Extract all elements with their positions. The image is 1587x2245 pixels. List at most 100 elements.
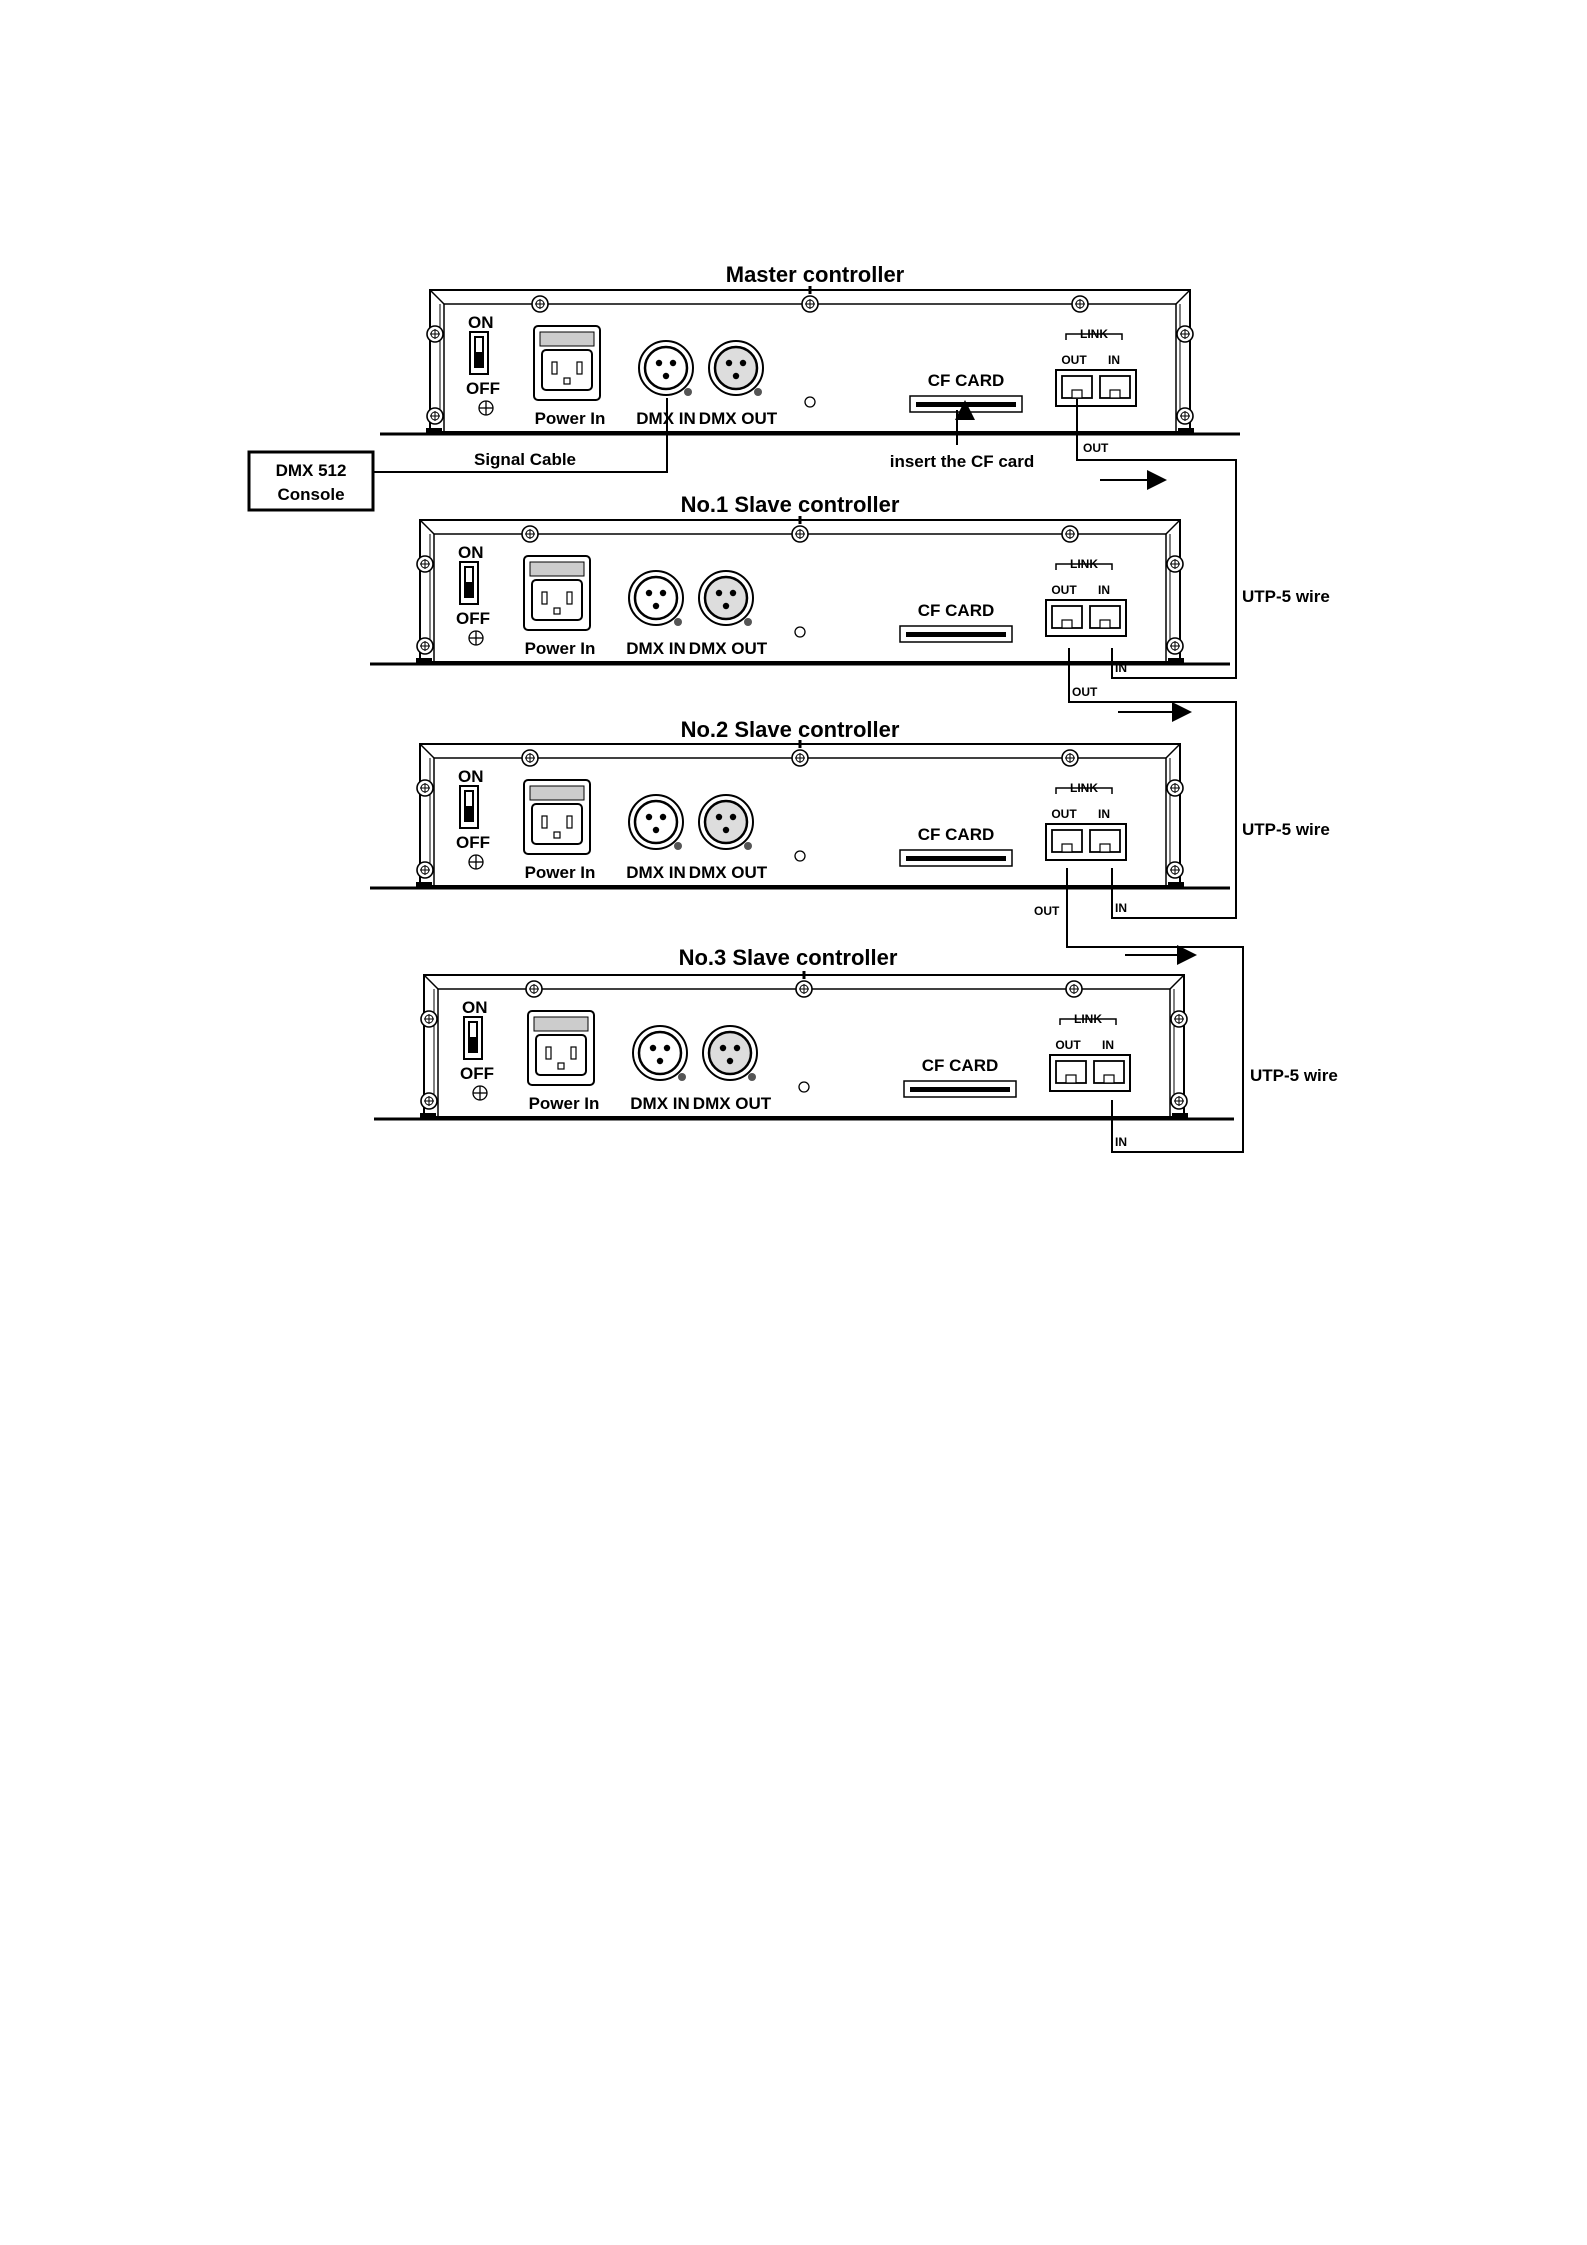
dmx-in-connector-icon bbox=[628, 794, 684, 850]
screw-icon bbox=[1170, 1092, 1188, 1110]
chassis bbox=[370, 516, 1230, 666]
wire-1-label: UTP-5 wire bbox=[1242, 587, 1330, 606]
signal-cable: Signal Cable bbox=[373, 398, 668, 473]
rj45-in-icon bbox=[1099, 375, 1131, 399]
cf-card-slot bbox=[903, 1080, 1017, 1098]
dmx-out-connector-icon bbox=[698, 570, 754, 626]
link-in-label: IN bbox=[1098, 807, 1110, 821]
screw-icon bbox=[1065, 980, 1083, 998]
wire-2-label: UTP-5 wire bbox=[1242, 820, 1330, 839]
cf-card-slot bbox=[909, 395, 1023, 413]
link-ports: LINK OUT IN bbox=[1045, 781, 1127, 861]
rj45-in-icon bbox=[1093, 1060, 1125, 1084]
indicator-icon bbox=[794, 626, 806, 638]
link-out-label: OUT bbox=[1061, 353, 1087, 367]
chassis bbox=[374, 971, 1234, 1121]
power-switch-icon bbox=[469, 331, 489, 375]
screw-icon bbox=[1071, 295, 1089, 313]
dmx-out-label: DMX OUT bbox=[689, 639, 768, 658]
power-inlet-icon bbox=[523, 555, 591, 631]
utp-wire-2: OUT IN UTP-5 wire bbox=[1068, 648, 1330, 919]
rj45-out-icon bbox=[1051, 829, 1083, 853]
link-label: LINK bbox=[1070, 557, 1098, 571]
screw-icon bbox=[1166, 555, 1184, 573]
cf-card-label: CF CARD bbox=[928, 371, 1005, 390]
link-label: LINK bbox=[1080, 327, 1108, 341]
screw-icon bbox=[420, 1010, 438, 1028]
controller-title: Master controller bbox=[726, 262, 905, 287]
switch-off-label: OFF bbox=[460, 1064, 494, 1083]
switch-off-label: OFF bbox=[466, 379, 500, 398]
wire-3-out-label: OUT bbox=[1034, 904, 1060, 918]
screw-icon bbox=[1061, 749, 1079, 767]
ground-icon bbox=[478, 400, 494, 416]
link-ports: LINK OUT IN bbox=[1055, 327, 1137, 407]
screw-icon bbox=[416, 637, 434, 655]
ground-icon bbox=[472, 1085, 488, 1101]
indicator-icon bbox=[794, 850, 806, 862]
console-line2: Console bbox=[277, 485, 344, 504]
link-out-label: OUT bbox=[1055, 1038, 1081, 1052]
link-label: LINK bbox=[1074, 1012, 1102, 1026]
wire-2-out-label: OUT bbox=[1072, 685, 1098, 699]
dmx-in-label: DMX IN bbox=[630, 1094, 690, 1113]
switch-on-label: ON bbox=[462, 998, 488, 1017]
power-inlet-icon bbox=[523, 779, 591, 855]
rj45-out-icon bbox=[1055, 1060, 1087, 1084]
controller-title: No.3 Slave controller bbox=[679, 945, 898, 970]
screw-icon bbox=[1061, 525, 1079, 543]
cf-card-label: CF CARD bbox=[918, 825, 995, 844]
link-out-label: OUT bbox=[1051, 807, 1077, 821]
screw-icon bbox=[521, 525, 539, 543]
cf-card-label: CF CARD bbox=[922, 1056, 999, 1075]
rj45-in-icon bbox=[1089, 605, 1121, 629]
dmx-in-connector-icon bbox=[628, 570, 684, 626]
utp-wire-1: OUT IN UTP-5 wire bbox=[1076, 399, 1330, 679]
screw-icon bbox=[420, 1092, 438, 1110]
screw-icon bbox=[416, 779, 434, 797]
controller-title: No.2 Slave controller bbox=[681, 717, 900, 742]
indicator-icon bbox=[798, 1081, 810, 1093]
wire-2-in-label: IN bbox=[1115, 901, 1127, 915]
link-in-label: IN bbox=[1108, 353, 1120, 367]
dmx-out-connector-icon bbox=[702, 1025, 758, 1081]
cf-card-slot bbox=[899, 625, 1013, 643]
screw-icon bbox=[791, 749, 809, 767]
screw-icon bbox=[1176, 407, 1194, 425]
screw-icon bbox=[525, 980, 543, 998]
screw-icon bbox=[1166, 637, 1184, 655]
dmx-in-label: DMX IN bbox=[626, 863, 686, 882]
indicator-icon bbox=[804, 396, 816, 408]
wire-3-in-label: IN bbox=[1115, 1135, 1127, 1149]
screw-icon bbox=[791, 525, 809, 543]
link-label: LINK bbox=[1070, 781, 1098, 795]
dmx-out-label: DMX OUT bbox=[693, 1094, 772, 1113]
power-in-label: Power In bbox=[525, 639, 596, 658]
switch-on-label: ON bbox=[468, 313, 494, 332]
screw-icon bbox=[801, 295, 819, 313]
switch-on-label: ON bbox=[458, 767, 484, 786]
switch-on-label: ON bbox=[458, 543, 484, 562]
power-in-label: Power In bbox=[525, 863, 596, 882]
rj45-in-icon bbox=[1089, 829, 1121, 853]
rj45-out-icon bbox=[1051, 605, 1083, 629]
screw-icon bbox=[1166, 779, 1184, 797]
power-inlet-icon bbox=[533, 325, 601, 401]
power-in-label: Power In bbox=[535, 409, 606, 428]
dmx-console: DMX 512 Console bbox=[247, 450, 375, 512]
screw-icon bbox=[426, 325, 444, 343]
wire-3-label: UTP-5 wire bbox=[1250, 1066, 1338, 1085]
rj45-out-icon bbox=[1061, 375, 1093, 399]
dmx-in-label: DMX IN bbox=[626, 639, 686, 658]
console-line1: DMX 512 bbox=[276, 461, 347, 480]
screw-icon bbox=[1176, 325, 1194, 343]
dmx-out-label: DMX OUT bbox=[689, 863, 768, 882]
dmx-out-connector-icon bbox=[698, 794, 754, 850]
power-switch-icon bbox=[459, 561, 479, 605]
